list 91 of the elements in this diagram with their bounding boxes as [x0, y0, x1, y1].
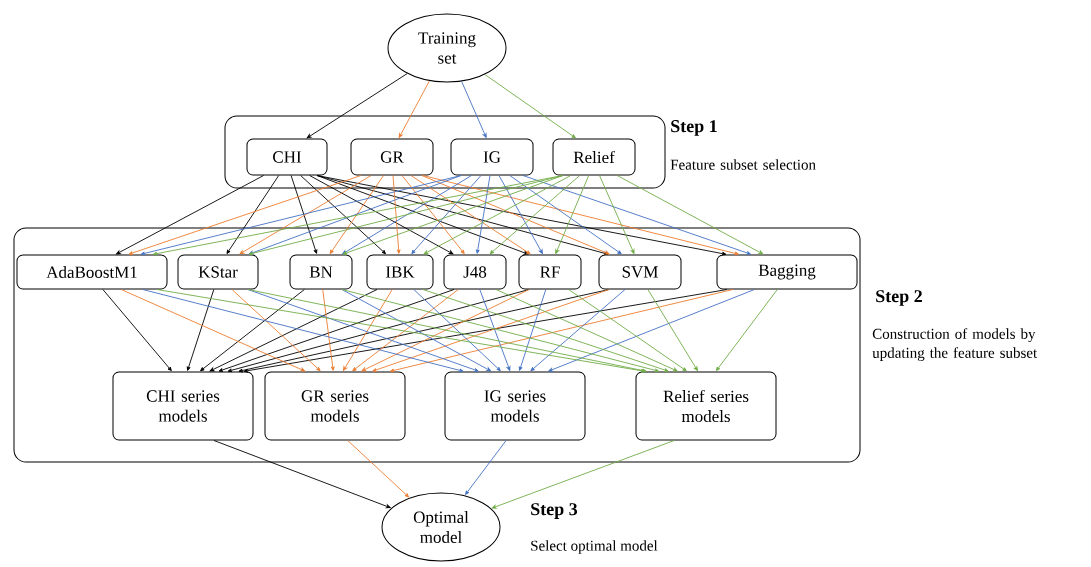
arrow	[401, 175, 465, 255]
ellipse-node: Training set	[387, 13, 507, 83]
arrow	[142, 289, 464, 373]
step-description: Construction of models by updating the feature subset	[872, 328, 1038, 361]
arrow	[461, 81, 487, 138]
arrow	[616, 175, 764, 255]
arrow	[239, 175, 372, 255]
arrow	[140, 175, 462, 256]
arrow	[290, 175, 318, 254]
arrow	[200, 289, 305, 372]
arrow	[372, 289, 610, 372]
process-box: CHI series models	[112, 371, 254, 441]
arrow	[498, 175, 543, 254]
arrow	[530, 289, 626, 372]
arrow	[306, 73, 408, 139]
arrow	[248, 175, 462, 255]
arrow	[411, 175, 482, 255]
process-box: AdaBoostM1	[16, 254, 168, 290]
arrow	[479, 289, 511, 371]
arrow	[423, 175, 572, 255]
arrow	[322, 289, 335, 371]
arrow	[421, 175, 610, 255]
process-box: J48	[443, 254, 507, 290]
arrow	[342, 175, 564, 255]
process-box: CHI	[246, 138, 328, 176]
arrow	[227, 289, 530, 373]
arrow	[495, 289, 678, 372]
arrow	[475, 175, 491, 254]
process-box: Bagging	[716, 254, 858, 290]
arrow	[342, 289, 393, 371]
arrow	[465, 440, 507, 495]
arrow	[518, 289, 547, 371]
process-box: GR series models	[264, 371, 406, 441]
arrow	[247, 289, 479, 372]
step-description: Select optimal model	[531, 540, 658, 554]
arrow	[361, 289, 530, 372]
process-box: RF	[518, 254, 582, 290]
arrow	[218, 289, 455, 372]
process-box: SVM	[598, 254, 682, 290]
arrow	[522, 175, 751, 255]
arrow	[116, 175, 265, 255]
arrow	[422, 289, 669, 372]
arrow	[316, 175, 727, 256]
arrow	[599, 175, 635, 254]
arrow	[341, 289, 492, 372]
arrow	[156, 289, 646, 373]
arrow	[186, 289, 215, 371]
arrow	[548, 289, 755, 372]
arrow	[398, 80, 430, 138]
arrow	[568, 289, 687, 372]
arrow	[715, 289, 778, 371]
arrow	[392, 175, 401, 254]
arrow	[342, 175, 472, 255]
arrow	[248, 175, 564, 256]
arrow	[491, 440, 675, 509]
step-heading: Step 3	[531, 503, 578, 519]
process-box: Relief	[552, 138, 636, 176]
arrow	[484, 74, 576, 139]
arrow	[647, 289, 698, 371]
arrow	[102, 289, 172, 372]
arrow	[413, 289, 501, 372]
process-box: Relief series models	[635, 371, 777, 441]
arrow	[226, 175, 280, 254]
process-box: KStar	[177, 254, 259, 290]
arrow	[329, 175, 384, 254]
arrow	[243, 289, 728, 373]
arrow	[120, 289, 306, 372]
step-heading: Step 2	[876, 290, 922, 306]
arrow	[422, 175, 739, 256]
step-heading: Step 1	[671, 120, 717, 136]
arrow	[231, 289, 321, 372]
process-box: BN	[289, 254, 353, 290]
arrow	[341, 289, 660, 373]
arrow	[389, 289, 734, 373]
arrow	[352, 289, 459, 372]
process-box: IBK	[366, 254, 434, 290]
arrow	[489, 175, 581, 255]
arrow	[347, 440, 410, 498]
process-box: IG series models	[444, 371, 586, 441]
process-box: GR	[350, 138, 434, 176]
ellipse-node: Optimal model	[381, 492, 501, 562]
arrow	[300, 175, 386, 255]
arrow	[209, 289, 378, 372]
arrow	[410, 175, 531, 255]
step-description: Feature subset selection	[670, 159, 816, 170]
arrow	[213, 440, 391, 509]
arrow	[509, 175, 622, 255]
arrow	[128, 175, 362, 255]
process-box: IG	[450, 138, 534, 176]
arrow	[309, 175, 454, 255]
arrow	[555, 175, 590, 254]
